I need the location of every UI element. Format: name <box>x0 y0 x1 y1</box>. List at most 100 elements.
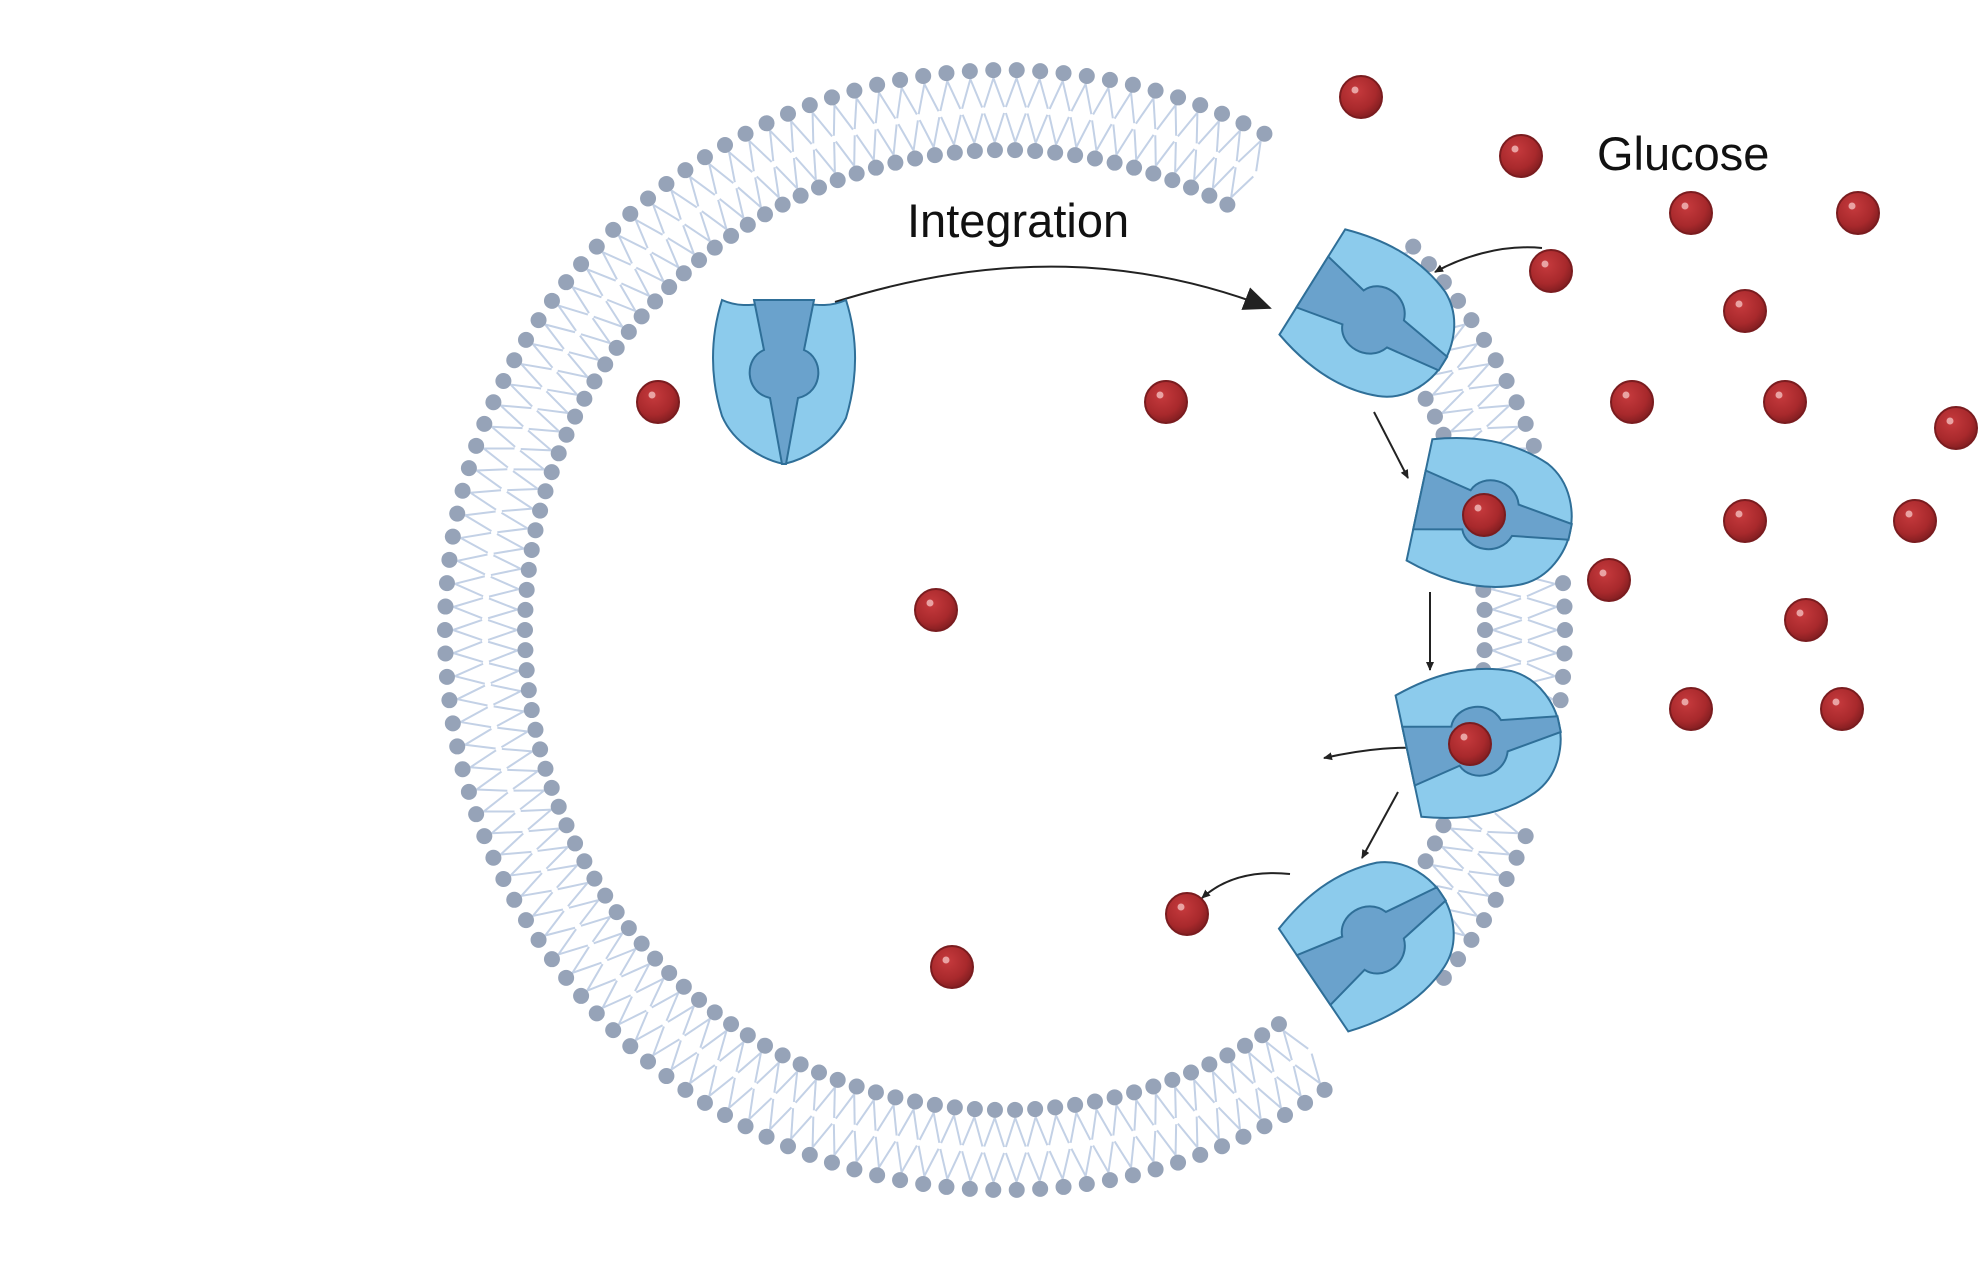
lipid-tail <box>1441 408 1473 415</box>
lipid-tail <box>896 87 903 119</box>
lipid-head <box>1201 1056 1218 1073</box>
lipid-tail <box>853 98 858 130</box>
lipid-tail <box>872 1099 877 1131</box>
lipid-tail <box>1450 827 1474 851</box>
lipid-head <box>774 196 791 213</box>
lipid-tail <box>853 1130 858 1162</box>
lipid-head <box>792 1056 809 1073</box>
lipid-head <box>915 68 932 85</box>
lipid-tail <box>1526 582 1556 598</box>
lipid-tail <box>500 730 529 749</box>
lipid-head <box>867 159 884 176</box>
lipid-head <box>1106 154 1123 171</box>
lipid-tail <box>1069 1112 1078 1143</box>
lipid-head <box>867 1084 884 1101</box>
lipid-tail <box>1075 1112 1092 1141</box>
lipid-tail <box>618 1009 647 1026</box>
lipid-tail <box>775 165 798 190</box>
lipid-tail <box>897 1108 915 1137</box>
lipid-tail <box>1048 1150 1064 1180</box>
lipid-tail <box>701 210 728 231</box>
lipid-tail <box>1015 77 1027 108</box>
lipid-tail <box>1274 1077 1282 1109</box>
lipid-head <box>946 1099 963 1116</box>
lipid-head <box>506 352 523 369</box>
lipid-tail <box>754 1052 762 1083</box>
lipid-tail <box>932 1112 941 1143</box>
lipid-tail <box>773 167 780 198</box>
lipid-head <box>468 437 485 454</box>
lipid-tail <box>1235 130 1242 162</box>
lipid-tail <box>1112 1105 1118 1136</box>
lipid-tail <box>652 203 680 222</box>
glucose-molecule <box>1339 75 1383 119</box>
lipid-head <box>1201 187 1218 204</box>
lipid-tail <box>939 80 949 112</box>
lipid-tail <box>620 963 650 978</box>
lipid-tail <box>775 1070 798 1095</box>
lipid-tail <box>464 743 496 750</box>
lipid-head <box>608 339 625 356</box>
lipid-tail <box>1195 1116 1199 1148</box>
lipid-tail <box>1458 889 1489 897</box>
lipid-head <box>1256 1118 1273 1135</box>
lipid-tail <box>748 1088 755 1120</box>
lipid-tail <box>457 553 488 562</box>
lipid-head <box>696 1094 713 1111</box>
lipid-tail <box>476 468 508 472</box>
lipid-tail <box>1092 87 1110 115</box>
lipid-head <box>801 1146 818 1163</box>
lipid-tail <box>460 721 492 729</box>
lipid-tail <box>1135 134 1155 161</box>
lipid-tail <box>509 383 533 408</box>
lipid-tail <box>454 675 486 685</box>
lipid-tail <box>601 251 618 280</box>
lipid-tail <box>737 1051 762 1074</box>
lipid-tail <box>453 652 484 663</box>
lipid-tail <box>689 1064 716 1085</box>
lipid-head <box>986 142 1003 159</box>
lipid-tail <box>769 129 793 154</box>
lipid-tail <box>1055 1114 1070 1144</box>
lipid-head <box>961 63 978 80</box>
lipid-tail <box>728 151 736 183</box>
lipid-tail <box>506 750 533 769</box>
lipid-head <box>517 331 534 348</box>
lipid-tail <box>1282 1030 1293 1061</box>
lipid-tail <box>491 426 516 448</box>
lipid-tail <box>532 908 564 917</box>
lipid-head <box>779 1138 796 1155</box>
lipid-head <box>848 1078 865 1095</box>
lipid-head <box>437 598 454 615</box>
lipid-tail <box>1026 113 1037 144</box>
lipid-tail <box>501 507 533 513</box>
lipid-tail <box>876 1104 895 1132</box>
lipid-head <box>737 1118 754 1135</box>
lipid-tail <box>1193 1079 1198 1111</box>
lipid-tail <box>1174 1086 1196 1112</box>
lipid-tail <box>488 649 518 663</box>
lipid-head <box>810 1064 827 1081</box>
lipid-head <box>573 256 590 273</box>
lipid-head <box>1463 931 1480 948</box>
lipid-tail <box>510 383 542 390</box>
lipid-tail <box>528 427 560 433</box>
lipid-tail <box>1477 852 1501 877</box>
lipid-tail <box>708 1076 734 1097</box>
lipid-head <box>675 978 692 995</box>
lipid-head <box>1047 1099 1064 1116</box>
lipid-head <box>661 279 678 296</box>
lipid-head <box>1487 891 1504 908</box>
lipid-head <box>691 252 708 269</box>
lipid-tail <box>835 140 855 167</box>
lipid-tail <box>835 1093 855 1120</box>
lipid-head <box>532 741 549 758</box>
lipid-head <box>1426 835 1443 852</box>
glucose-label: Glucose <box>1597 127 1770 180</box>
lipid-tail <box>961 114 976 144</box>
lipid-tail <box>544 910 565 937</box>
lipid-tail <box>811 1122 833 1149</box>
lipid-head <box>1007 142 1024 159</box>
lipid-tail <box>1237 140 1262 163</box>
lipid-tail <box>652 1026 665 1056</box>
